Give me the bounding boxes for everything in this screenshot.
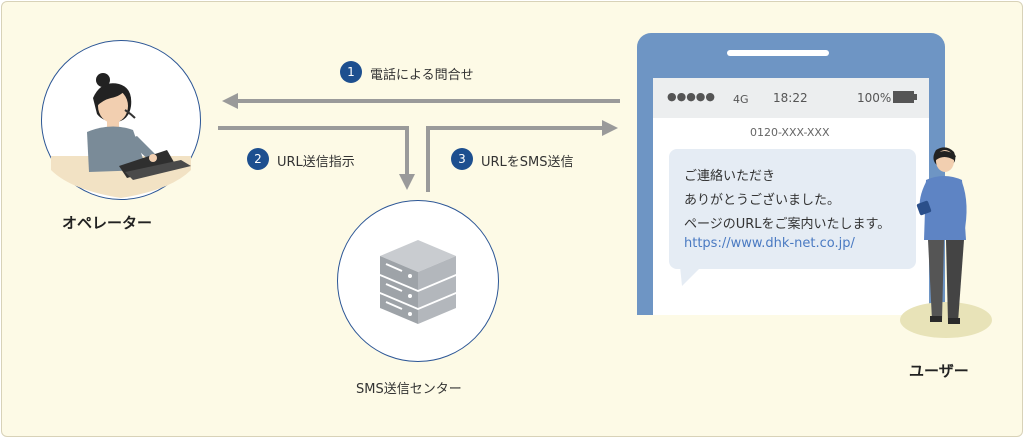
battery-icon xyxy=(893,91,917,103)
message-line-1: ご連絡いただき xyxy=(684,169,776,184)
message-line-3: ページのURLをご案内いたします。 xyxy=(684,217,891,232)
arrow-send-sms xyxy=(426,126,602,192)
battery-percent: 100% xyxy=(857,91,892,105)
step-2-badge: 2 xyxy=(247,148,269,170)
phone-status-bar xyxy=(653,78,929,118)
server-icon xyxy=(380,240,456,324)
arrow-send-sms-head xyxy=(602,120,618,136)
operator-label: オペレーター xyxy=(62,214,153,232)
bubble-tail xyxy=(680,266,702,286)
step-2-label: URL送信指示 xyxy=(277,155,355,170)
user-label: ユーザー xyxy=(909,362,969,380)
message-link[interactable]: https://www.dhk-net.co.jp/ xyxy=(684,236,855,251)
user-figure xyxy=(900,147,992,338)
network-type: 4G xyxy=(733,93,749,106)
step-3-badge: 3 xyxy=(451,148,473,170)
step-3-label: URLをSMS送信 xyxy=(481,155,574,170)
status-time: 18:22 xyxy=(773,91,808,105)
arrow-instruct xyxy=(218,126,409,176)
arrow-instruct-head xyxy=(399,174,415,190)
arrow-inquiry-head xyxy=(222,93,238,109)
step-1-badge: 1 xyxy=(340,61,362,83)
sender-number: 0120-XXX-XXX xyxy=(750,126,830,139)
sms-center-label: SMS送信センター xyxy=(356,382,462,397)
signal-strength: ●●●●● xyxy=(667,90,715,103)
message-line-2: ありがとうございました。 xyxy=(684,193,841,208)
sms-message-bubble xyxy=(669,149,916,269)
phone-speaker xyxy=(727,50,829,56)
operator-illustration xyxy=(51,73,191,198)
step-1-label: 電話による問合せ xyxy=(370,68,474,83)
